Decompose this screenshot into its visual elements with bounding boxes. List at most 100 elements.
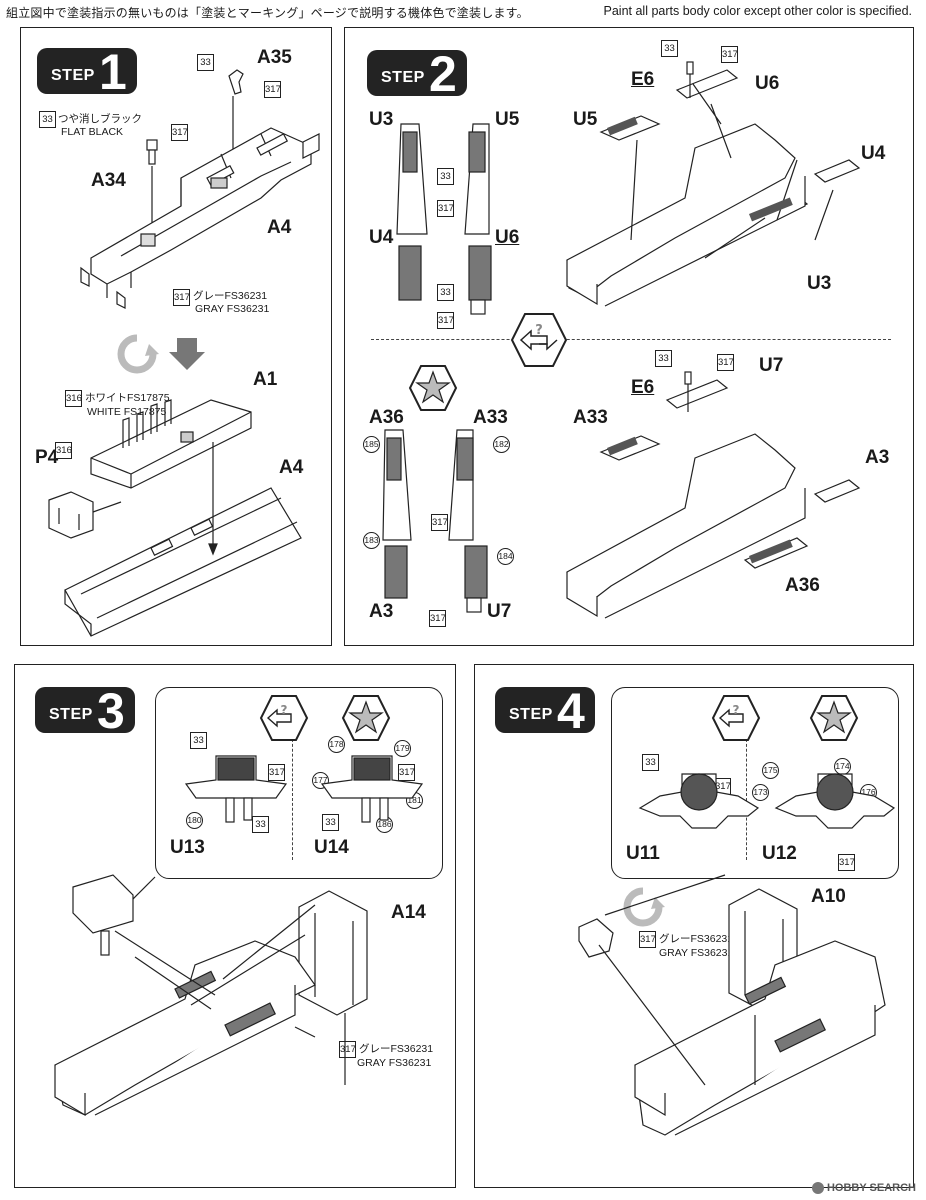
paint-code-180: 180 xyxy=(186,812,203,829)
paint-name-jp: ホワイトFS17875 xyxy=(85,392,170,404)
step3-assembly-drawing xyxy=(54,874,368,1117)
down-arrow-icon xyxy=(169,338,205,370)
step1-upper-drawing xyxy=(80,69,320,309)
paint-code-33: 33 xyxy=(437,168,454,185)
step2-badge: STEP 2 xyxy=(367,46,467,102)
step1-title-word: STEP xyxy=(51,67,95,84)
instruction-header: 組立図中で塗装指示の無いものは「塗装とマーキング」ページで説明する機体色で塗装し… xyxy=(0,4,926,22)
part-label-u7: U7 xyxy=(759,355,784,376)
part-label-a34: A34 xyxy=(91,170,126,191)
svg-text:?: ? xyxy=(733,703,740,717)
step4-number: 4 xyxy=(557,683,585,739)
paint-code-317: 317 xyxy=(173,289,190,306)
paint-code-317: 317 xyxy=(838,854,855,871)
paint-code-317: 317 xyxy=(717,354,734,371)
step3-number: 3 xyxy=(97,683,125,739)
part-label-u5: U5 xyxy=(495,109,520,130)
part-label-u3: U3 xyxy=(807,273,832,294)
paint-name-en: FLAT BLACK xyxy=(61,126,124,138)
header-english-note: Paint all parts body color except other … xyxy=(603,4,913,18)
paint-name-jp: グレーFS36231 xyxy=(193,290,268,302)
part-label-a14: A14 xyxy=(391,902,426,923)
svg-text:?: ? xyxy=(281,703,288,717)
paint-code-317: 317 xyxy=(264,81,281,98)
part-label-a33: A33 xyxy=(573,407,608,428)
paint-code-33: 33 xyxy=(437,284,454,301)
step3-title-word: STEP xyxy=(49,706,93,723)
step2-number: 2 xyxy=(429,46,457,102)
part-label-a1: A1 xyxy=(253,369,278,390)
paint-name-en: GRAY FS36231 xyxy=(357,1057,432,1069)
svg-text:?: ? xyxy=(535,323,543,338)
rotate-icon xyxy=(117,334,159,374)
step1-number: 1 xyxy=(99,44,127,100)
paint-code-33: 33 xyxy=(642,754,659,771)
step1-lower-drawing xyxy=(48,399,302,637)
part-label-a35: A35 xyxy=(257,47,292,68)
part-label-u12: U12 xyxy=(762,843,797,864)
paint-code-33: 33 xyxy=(322,814,339,831)
star-insignia-icon xyxy=(809,695,859,741)
part-label-e6: E6 xyxy=(631,377,655,398)
part-label-a36: A36 xyxy=(785,575,820,596)
paint-code-317: 317 xyxy=(429,610,446,627)
part-label-u13: U13 xyxy=(170,837,205,858)
paint-code-317: 317 xyxy=(339,1041,356,1058)
paint-code-182: 182 xyxy=(493,436,510,453)
detail-divider xyxy=(746,734,747,860)
part-label-u6: U6 xyxy=(755,73,780,94)
variant-choice-icon: ? xyxy=(510,313,568,367)
paint-code-175: 175 xyxy=(762,762,779,779)
variant-choice-icon: ? xyxy=(711,695,761,741)
step4-panel: STEP 4 33 317 U11 175 174 173 176 U12 31… xyxy=(474,664,914,1188)
paint-code-33: 33 xyxy=(252,816,269,833)
paint-code-317: 317 xyxy=(721,46,738,63)
paint-code-33: 33 xyxy=(39,111,56,128)
part-label-a10: A10 xyxy=(811,886,846,907)
step2-title-word: STEP xyxy=(381,69,425,86)
step4-title-word: STEP xyxy=(509,706,553,723)
step3-panel: STEP 3 33 317 180 33 U13 178 179 317 177… xyxy=(14,664,456,1188)
paint-code-33: 33 xyxy=(197,54,214,71)
watermark: HOBBY SEARCH xyxy=(811,1181,916,1194)
part-label-a36: A36 xyxy=(369,407,404,428)
paint-name-jp: グレーFS36231 xyxy=(359,1043,434,1055)
logo-icon xyxy=(811,1182,824,1194)
part-label-p4: P4 xyxy=(35,447,59,468)
step4-detail-callout: 33 317 U11 175 174 173 176 U12 317 ? xyxy=(611,687,899,879)
step4-assembly-drawing xyxy=(578,874,886,1136)
step3-detail-callout: 33 317 180 33 U13 178 179 317 177 181 33… xyxy=(155,687,443,879)
part-label-u5: U5 xyxy=(573,109,598,130)
part-label-u7: U7 xyxy=(487,601,512,622)
rotate-icon xyxy=(623,887,665,927)
paint-code-183: 183 xyxy=(363,532,380,549)
paint-code-185: 185 xyxy=(363,436,380,453)
paint-code-173: 173 xyxy=(752,784,769,801)
variant-choice-icon: ? xyxy=(259,695,309,741)
part-label-a4: A4 xyxy=(267,217,292,238)
part-label-u3: U3 xyxy=(369,109,394,130)
star-insignia-icon xyxy=(341,695,391,741)
paint-code-33: 33 xyxy=(661,40,678,57)
part-label-u6: U6 xyxy=(495,227,520,248)
star-insignia-icon xyxy=(408,365,458,411)
paint-code-33: 33 xyxy=(190,732,207,749)
step4-badge: STEP 4 xyxy=(495,683,595,739)
part-label-u4: U4 xyxy=(861,143,886,164)
step3-badge: STEP 3 xyxy=(35,683,135,739)
paint-code-317: 317 xyxy=(398,764,415,781)
paint-code-33: 33 xyxy=(655,350,672,367)
watermark-text: HOBBY SEARCH xyxy=(826,1181,916,1194)
step1-badge: STEP 1 xyxy=(37,44,137,100)
paint-name-jp: グレーFS36231 xyxy=(659,933,734,945)
paint-code-317: 317 xyxy=(437,312,454,329)
paint-code-317: 317 xyxy=(639,931,656,948)
variant-divider xyxy=(371,339,891,340)
paint-name-jp: つや消しブラック xyxy=(58,113,142,125)
paint-code-317: 317 xyxy=(268,764,285,781)
part-label-e6: E6 xyxy=(631,69,655,90)
step2-panel: STEP 2 U3 U5 33 317 U4 U6 33 317 33 317 … xyxy=(344,27,914,646)
detail-divider xyxy=(292,734,293,860)
paint-code-178: 178 xyxy=(328,736,345,753)
part-label-u14: U14 xyxy=(314,837,349,858)
